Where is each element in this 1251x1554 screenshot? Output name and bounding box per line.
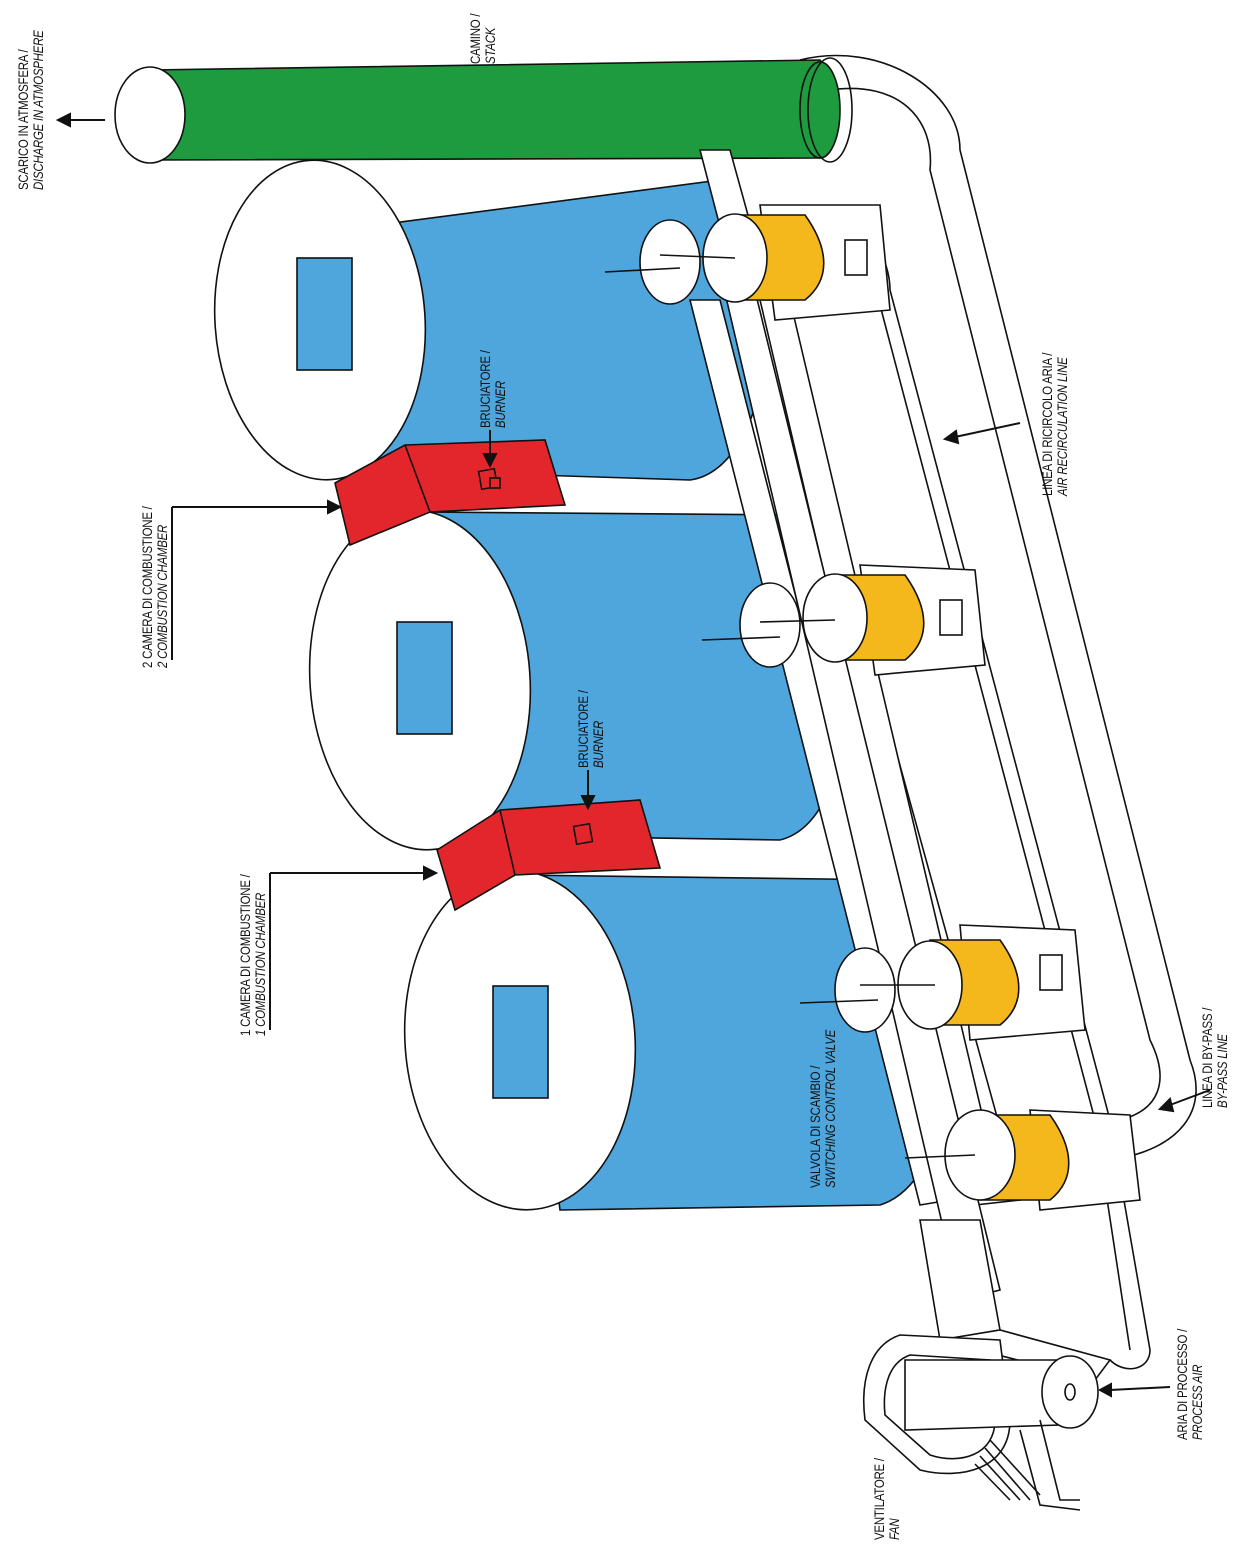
label-chamber1-en: 1 COMBUSTION CHAMBER [253, 874, 268, 1036]
label-discharge-it: SCARICO IN ATMOSFERA / [16, 30, 31, 190]
label-recirculation-en: AIR RECIRCULATION LINE [1055, 353, 1070, 496]
label-burner-top-en: BURNER [493, 350, 508, 428]
label-fan-en: FAN [887, 1458, 902, 1540]
label-chamber2-it: 2 CAMERA DI COMBUSTIONE / [140, 506, 155, 668]
label-process-air-it: ARIA DI PROCESSO / [1175, 1329, 1190, 1440]
label-bypass-en: BY-PASS LINE [1215, 1008, 1230, 1108]
label-fan-it: VENTILATORE / [872, 1458, 887, 1540]
label-burner-bottom-it: BRUCIATORE / [576, 690, 591, 768]
label-valve-en: SWITCHING CONTROL VALVE [823, 1030, 838, 1188]
label-discharge-en: DISCHARGE IN ATMOSPHERE [31, 30, 46, 190]
process-air-leader [1110, 1387, 1170, 1390]
label-stack-it: CAMINO / [468, 14, 483, 64]
label-stack-en: STACK [483, 14, 498, 64]
label-process-air-en: PROCESS AIR [1190, 1329, 1205, 1440]
label-bypass-it: LINEA DI BY-PASS / [1200, 1008, 1215, 1108]
label-burner-top-it: BRUCIATORE / [478, 350, 493, 428]
chamber-3 [204, 153, 767, 487]
label-chamber2-en: 2 COMBUSTION CHAMBER [155, 506, 170, 668]
label-burner-bottom-en: BURNER [591, 690, 606, 768]
label-valve-it: VALVOLA DI SCAMBIO / [808, 1030, 823, 1188]
label-recirculation-it: LINEA DI RICIRCOLO ARIA / [1040, 353, 1055, 496]
label-chamber1-it: 1 CAMERA DI COMBUSTIONE / [238, 874, 253, 1036]
stack [115, 58, 852, 163]
